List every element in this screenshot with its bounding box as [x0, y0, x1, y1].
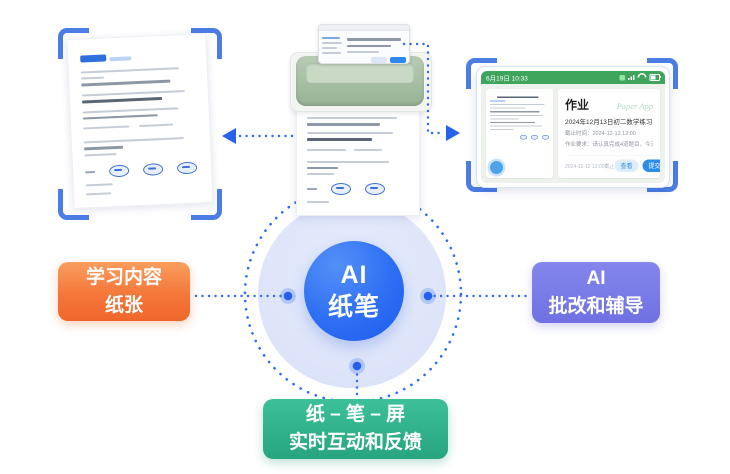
- display-main: [347, 34, 406, 63]
- text-line: [307, 117, 397, 119]
- label-line: 批改和辅导: [548, 295, 644, 317]
- text-line: [490, 107, 526, 109]
- homework-footer: 2024-12-12 12:00截止 查看 提交: [565, 155, 660, 172]
- notification-icon: [619, 74, 625, 81]
- display-content: [319, 31, 409, 63]
- text-line: [307, 166, 338, 169]
- document-preview-card[interactable]: [486, 89, 553, 178]
- display-buttons: [347, 57, 406, 63]
- device-display: [318, 24, 410, 64]
- ellipse-stamp-icon: [365, 183, 385, 195]
- answer-stamps-row: [307, 183, 409, 195]
- signal-icon: [628, 75, 635, 80]
- ellipse-stamp-icon: [542, 135, 549, 140]
- tablet-body: 作业 Paper App 2024年12月13日初二数学练习…进行中 截止时间：…: [481, 84, 665, 183]
- dashed-ring-icon: [243, 184, 463, 404]
- text-line: [490, 121, 535, 123]
- node-dot-left: [280, 288, 296, 304]
- label-line: 纸张: [104, 294, 143, 316]
- text-line: [490, 114, 544, 116]
- battery-icon: [649, 74, 661, 81]
- node-dot-bottom: [349, 358, 365, 374]
- statusbar-icons: [619, 71, 661, 84]
- statusbar-datetime: 6月19日 10:33: [486, 74, 528, 82]
- text-line: [497, 96, 539, 98]
- wifi-icon: [635, 71, 649, 84]
- label-learning-content: 学习内容 纸张: [58, 262, 190, 321]
- text-line: [307, 188, 317, 190]
- mini-secondary-button: [371, 57, 387, 63]
- text-line: [307, 201, 330, 203]
- text-line: [490, 125, 542, 127]
- footer-timestamp: 2024-12-12 12:00截止: [565, 164, 615, 170]
- text-line: [307, 123, 381, 126]
- text-line: [353, 148, 383, 151]
- text-line: [322, 37, 340, 39]
- text-line: [490, 111, 540, 113]
- text-line: [322, 47, 338, 49]
- ellipse-stamp-icon: [531, 135, 538, 140]
- dotted-elbow-to-tablet: [402, 42, 446, 135]
- left-arrow-icon: [222, 128, 236, 144]
- text-line: [347, 44, 391, 47]
- assignment-title: 2024年12月13日初二数学练习…: [565, 118, 653, 126]
- label-ai-grading: AI 批改和辅导: [532, 262, 660, 323]
- submit-button[interactable]: 提交: [642, 159, 660, 172]
- text-line: [490, 129, 514, 130]
- label-line: AI: [586, 267, 606, 289]
- tablet-device: 6月19日 10:33: [476, 66, 670, 188]
- text-line: [347, 38, 402, 41]
- assignment-title-row: 2024年12月13日初二数学练习…进行中: [565, 117, 653, 127]
- text-line-pair: [307, 145, 409, 155]
- tablet-statusbar: 6月19日 10:33: [481, 71, 665, 84]
- homework-title: 作业: [565, 98, 589, 113]
- view-button[interactable]: 查看: [614, 159, 639, 172]
- text-line: [322, 52, 341, 54]
- display-titlebar: [319, 25, 409, 31]
- ellipse-stamp-icon: [331, 183, 351, 195]
- sync-fab-icon[interactable]: [490, 161, 503, 174]
- node-dot-right: [420, 288, 436, 304]
- text-line: [307, 160, 389, 163]
- label-line: 实时互动和反馈: [288, 432, 422, 453]
- text-line: [490, 100, 506, 102]
- ai-core-circle: AI 纸笔: [304, 241, 404, 341]
- assignment-requirement: 作业要求：请认真完成4道题目，今天完成。: [565, 141, 653, 148]
- label-line: 纸 – 笔 – 屏: [305, 404, 406, 426]
- homework-card: 作业 Paper App 2024年12月13日初二数学练习…进行中 截止时间：…: [558, 89, 660, 178]
- ellipse-stamp-icon: [520, 135, 527, 140]
- display-sidebar: [322, 34, 344, 63]
- label-line: 学习内容: [85, 266, 162, 288]
- text-line: [307, 131, 393, 134]
- text-line: [307, 148, 346, 151]
- ai-core-line1: AI: [340, 260, 368, 289]
- text-line: [307, 173, 334, 175]
- text-line: [490, 118, 519, 120]
- text-line: [490, 104, 545, 105]
- assignment-deadline: 截止时间：2024-12-12 12:00: [565, 130, 636, 137]
- label-realtime-feedback: 纸 – 笔 – 屏 实时互动和反馈: [263, 399, 448, 459]
- text-line: [322, 42, 342, 44]
- mini-primary-button: [390, 57, 406, 63]
- ai-core-line2: 纸笔: [327, 293, 380, 321]
- text-line: [307, 137, 373, 141]
- brand-script-watermark: Paper App: [616, 101, 653, 112]
- tablet-screen: 6月19日 10:33: [481, 71, 665, 183]
- right-arrow-icon: [446, 125, 460, 141]
- scanner-clip-slot: [306, 63, 414, 83]
- text-line: [347, 51, 380, 53]
